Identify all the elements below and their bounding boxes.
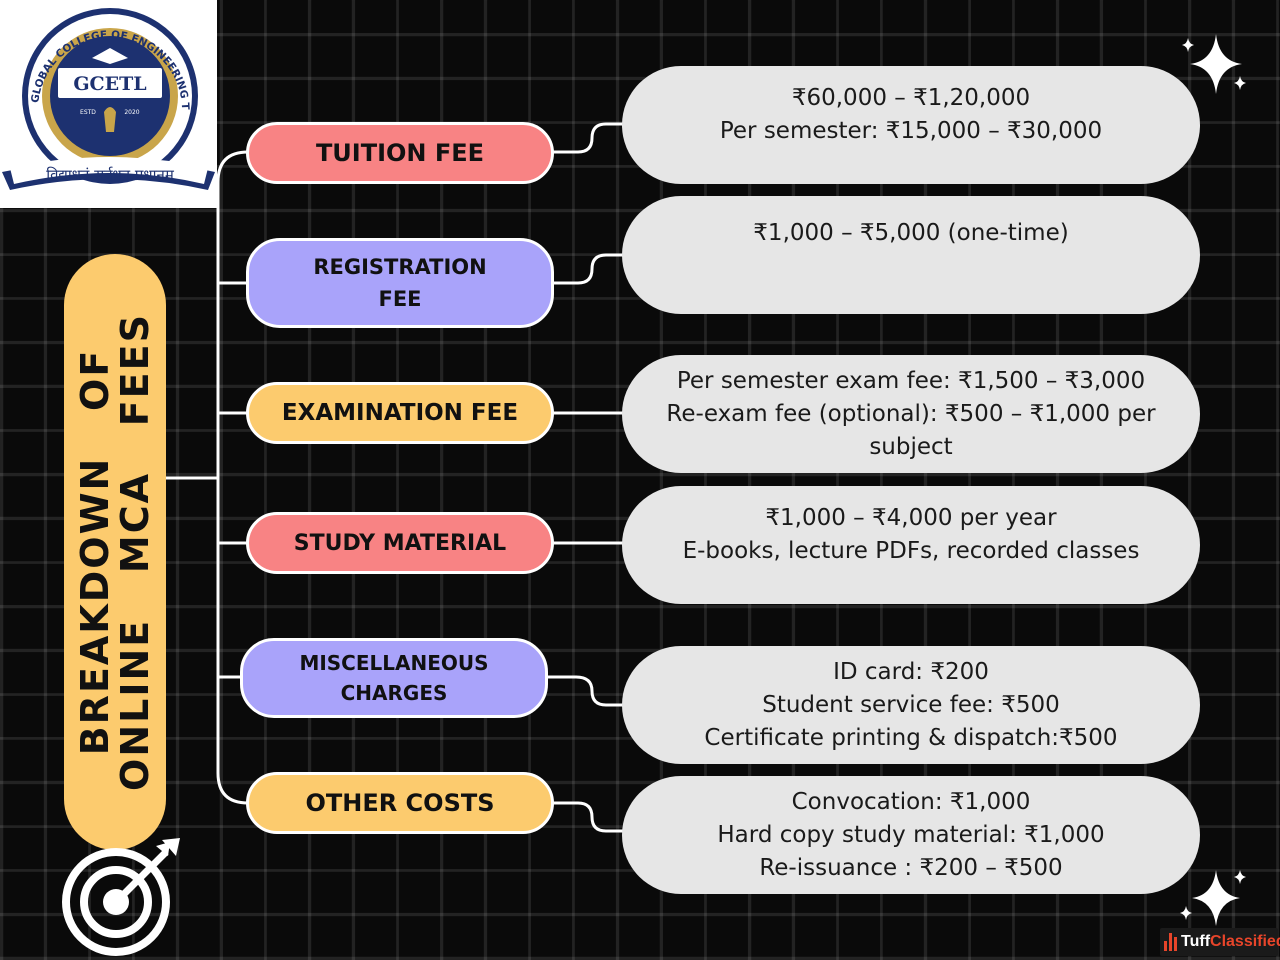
graduation-cap-icon [92, 48, 128, 64]
category-miscellaneous-charges: MISCELLANEOUS CHARGES [240, 638, 548, 718]
detail-registration-fee: ₹1,000 – ₹5,000 (one-time) [622, 196, 1200, 314]
detail-line: Per semester exam fee: ₹1,500 – ₹3,000 [676, 367, 1146, 394]
detail-study-material: ₹1,000 – ₹4,000 per year E-books, lectur… [622, 486, 1200, 604]
detail-line: ID card: ₹200 [833, 658, 989, 685]
watermark: TuffClassified [1160, 928, 1280, 956]
logo-estd: ESTD [80, 109, 96, 116]
category-label: MISCELLANEOUS [299, 651, 489, 675]
watermark-text: TuffClassified [1181, 933, 1280, 951]
detail-tuition-fee: ₹60,000 – ₹1,20,000 Per semester: ₹15,00… [622, 66, 1200, 184]
detail-examination-fee: Per semester exam fee: ₹1,500 – ₹3,000 R… [622, 355, 1200, 473]
category-tuition-fee: TUITION FEE [246, 122, 554, 184]
detail-line: Re-issuance : ₹200 – ₹500 [759, 854, 1063, 881]
category-label: EXAMINATION FEE [281, 400, 519, 426]
detail-line: ₹1,000 – ₹4,000 per year [765, 505, 1057, 531]
title-pill [64, 254, 166, 850]
category-label: CHARGES [340, 681, 448, 705]
category-label: TUITION FEE [315, 139, 485, 167]
watermark-brand-1: Tuff [1181, 933, 1211, 950]
logo-abbr: GCETL [73, 73, 146, 95]
detail-line: Student service fee: ₹500 [762, 691, 1060, 718]
category-label: FEE [378, 287, 422, 311]
category-other-costs: OTHER COSTS [246, 772, 554, 834]
sparkle-icon [1182, 34, 1246, 94]
torch-icon [104, 107, 116, 132]
detail-line: ₹1,000 – ₹5,000 (one-time) [753, 219, 1069, 246]
target-arrow-icon [62, 838, 180, 956]
detail-line: Certificate printing & dispatch:₹500 [704, 724, 1118, 751]
category-study-material: STUDY MATERIAL [246, 512, 554, 574]
detail-line: Hard copy study material: ₹1,000 [717, 821, 1105, 848]
logo-year: 2020 [124, 109, 139, 116]
watermark-brand-2: Classified [1210, 933, 1280, 950]
category-registration-fee: REGISTRATION FEE [246, 238, 554, 328]
detail-line: ₹60,000 – ₹1,20,000 [791, 85, 1031, 111]
sparkle-icon [1180, 870, 1246, 926]
detail-line: Per semester: ₹15,000 – ₹30,000 [719, 118, 1103, 144]
category-label: STUDY MATERIAL [293, 530, 507, 556]
detail-line: E-books, lecture PDFs, recorded classes [682, 538, 1140, 564]
category-label: REGISTRATION [313, 255, 487, 279]
category-label: OTHER COSTS [305, 789, 495, 817]
detail-line: Convocation: ₹1,000 [791, 788, 1031, 815]
detail-other-costs: Convocation: ₹1,000 Hard copy study mate… [622, 776, 1200, 894]
watermark-bars-icon [1164, 933, 1177, 951]
college-logo: GLOBAL COLLEGE OF ENGINEERING TECHNOLOGY… [0, 0, 215, 190]
detail-line: subject [869, 433, 953, 460]
detail-miscellaneous-charges: ID card: ₹200 Student service fee: ₹500 … [622, 646, 1200, 764]
category-examination-fee: EXAMINATION FEE [246, 382, 554, 444]
detail-line: Re-exam fee (optional): ₹500 – ₹1,000 pe… [666, 400, 1156, 427]
logo-motto: विद्याधनं सर्वधन प्रधानम् [46, 166, 176, 184]
